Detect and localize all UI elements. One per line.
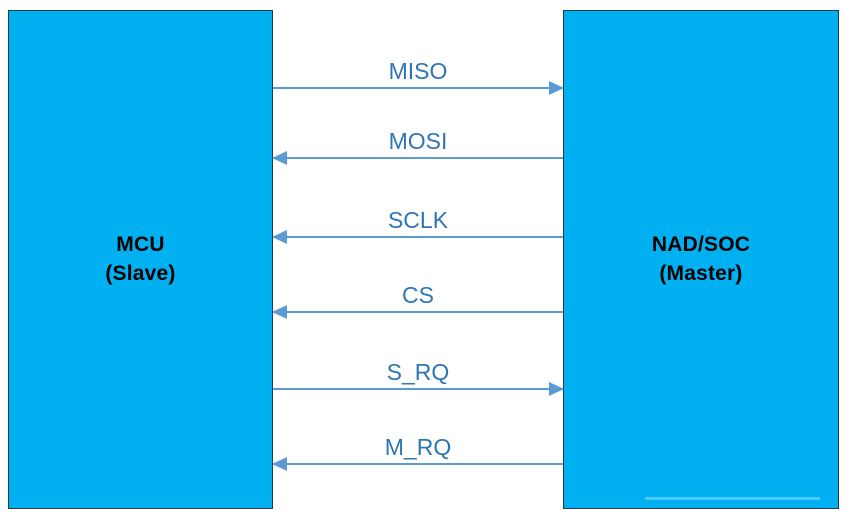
node-nad-soc-title: NAD/SOC: [651, 233, 751, 257]
connection-mosi-label: MOSI: [388, 128, 448, 154]
connection-sclk[interactable]: SCLK: [272, 198, 563, 244]
connection-m-rq[interactable]: M_RQ: [272, 425, 563, 471]
node-mcu[interactable]: MCU (Slave): [8, 10, 273, 509]
arrow-shaft: [273, 157, 563, 159]
node-nad-soc-role: (Master): [659, 261, 743, 285]
connection-sclk-label: SCLK: [387, 207, 449, 233]
node-mcu-title: MCU: [116, 233, 165, 257]
connection-mosi[interactable]: MOSI: [272, 119, 563, 165]
arrow-shaft: [273, 311, 563, 313]
arrow-head-left-icon: [272, 305, 287, 319]
arrow-shaft: [273, 87, 563, 89]
arrow-shaft: [273, 388, 563, 390]
node-nad-soc[interactable]: NAD/SOC (Master): [563, 10, 839, 509]
scan-artifact-streak: [645, 497, 820, 500]
connection-miso-label: MISO: [388, 58, 448, 84]
connection-cs-label: CS: [402, 282, 434, 308]
arrow-head-left-icon: [272, 151, 287, 165]
connection-s-rq-label: S_RQ: [386, 359, 450, 385]
arrow-head-right-icon: [549, 382, 564, 396]
arrow-head-left-icon: [272, 230, 287, 244]
arrow-head-left-icon: [272, 457, 287, 471]
arrow-shaft: [273, 236, 563, 238]
arrow-shaft: [273, 463, 563, 465]
connection-cs[interactable]: CS: [272, 273, 563, 319]
arrow-head-right-icon: [549, 81, 564, 95]
connection-m-rq-label: M_RQ: [384, 434, 452, 460]
connection-miso[interactable]: MISO: [273, 49, 564, 95]
connection-s-rq[interactable]: S_RQ: [273, 350, 564, 396]
node-mcu-role: (Slave): [105, 261, 176, 285]
